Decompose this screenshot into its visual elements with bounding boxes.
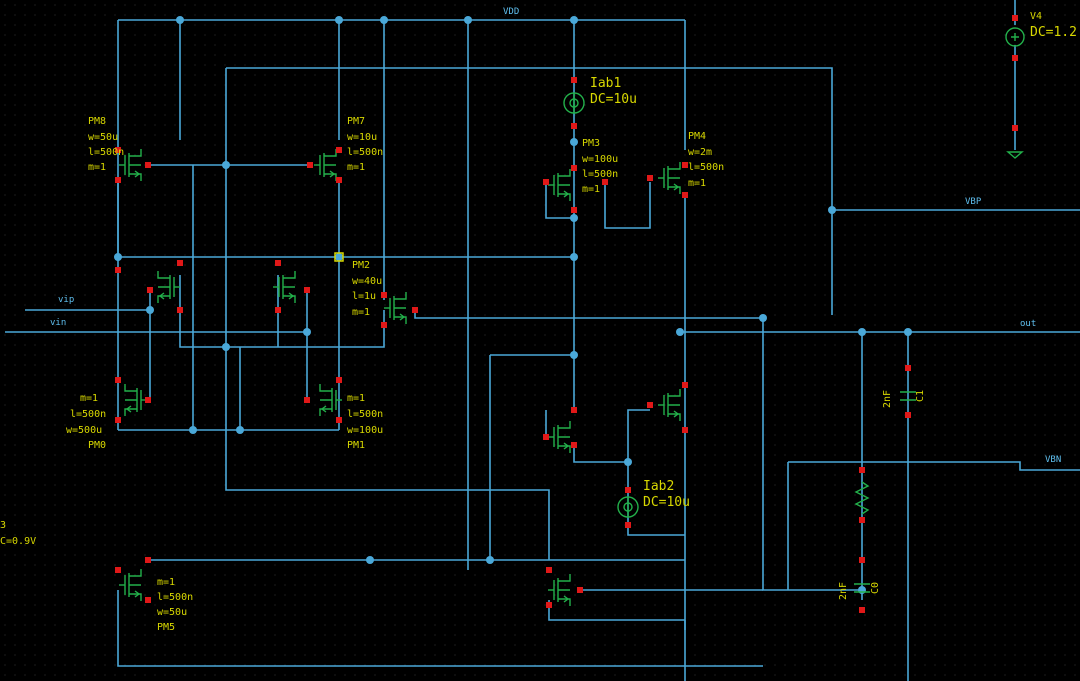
pm1-m: m=1 — [347, 393, 365, 404]
iab2-name: Iab2 — [643, 479, 674, 494]
pmos-pm4[interactable] — [658, 162, 681, 194]
pm3-name: PM3 — [582, 138, 600, 149]
devices — [119, 149, 681, 606]
pm5-w: w=50u — [157, 607, 187, 618]
current-source-iab2[interactable] — [617, 496, 639, 518]
net-label-vbn: VBN — [1045, 455, 1061, 465]
pm0-name: PM0 — [88, 440, 106, 451]
selection-marker — [334, 252, 344, 262]
pm8-w: w=50u — [88, 132, 118, 143]
pm2-m: m=1 — [352, 307, 370, 318]
pm3-w: w=100u — [582, 154, 618, 165]
pmos-bottom-right[interactable] — [658, 389, 681, 421]
resistor[interactable] — [854, 481, 870, 515]
pmos-bottom-mid[interactable] — [548, 574, 571, 606]
pmos-pm8[interactable] — [119, 149, 142, 181]
pm8-name: PM8 — [88, 116, 106, 127]
pm3-m: m=1 — [582, 184, 600, 195]
pm7-w: w=10u — [347, 132, 377, 143]
c0-value: 2nF — [838, 582, 849, 600]
pmos-pm0[interactable] — [124, 384, 147, 416]
wires — [5, 0, 1080, 681]
pm4-m: m=1 — [688, 178, 706, 189]
iab1-name: Iab1 — [590, 76, 621, 91]
junction-dots — [114, 16, 912, 594]
pm7-m: m=1 — [347, 162, 365, 173]
pmos-pm7[interactable] — [314, 149, 337, 181]
pmos-diffpair-left[interactable] — [157, 271, 180, 303]
pm2-w: w=40u — [352, 276, 382, 287]
pmos-pm5[interactable] — [119, 569, 142, 601]
pm7-name: PM7 — [347, 116, 365, 127]
pmos-pm1[interactable] — [319, 384, 342, 416]
pm5-name: PM5 — [157, 622, 175, 633]
pm3-l: l=500n — [582, 169, 618, 180]
v4-name: V4 — [1030, 11, 1042, 22]
capacitor-c1[interactable] — [900, 391, 916, 401]
c0-name: C0 — [870, 582, 881, 594]
pm8-l: l=500n — [88, 147, 124, 158]
c1-value: 2nF — [882, 390, 893, 408]
current-source-iab1[interactable] — [563, 92, 585, 114]
v3-value: C=0.9V — [0, 536, 36, 547]
net-label-vip: vip — [58, 295, 74, 305]
net-label-vin: vin — [50, 318, 66, 328]
pm5-m: m=1 — [157, 577, 175, 588]
pm8-m: m=1 — [88, 162, 106, 173]
pm0-m: m=1 — [80, 393, 98, 404]
iab1-value: DC=10u — [590, 92, 637, 107]
pm1-name: PM1 — [347, 440, 365, 451]
v4-value: DC=1.2 — [1030, 25, 1077, 40]
pm4-w: w=2m — [688, 147, 712, 158]
capacitor-c0[interactable] — [854, 583, 870, 593]
pm0-w: w=500u — [66, 425, 102, 436]
iab2-value: DC=10u — [643, 495, 690, 510]
pm2-name: PM2 — [352, 260, 370, 271]
ground-symbol — [1006, 151, 1024, 159]
net-label-out: out — [1020, 319, 1036, 329]
net-label-vbp: VBP — [965, 197, 982, 207]
pm4-name: PM4 — [688, 131, 706, 142]
pm1-l: l=500n — [347, 409, 383, 420]
pm7-l: l=500n — [347, 147, 383, 158]
c1-name: C1 — [915, 390, 926, 402]
net-label-vdd: VDD — [503, 7, 519, 17]
pm2-l: l=1u — [352, 291, 376, 302]
voltage-source-v4[interactable] — [1005, 27, 1025, 47]
pm1-w: w=100u — [347, 425, 383, 436]
v3-name: 3 — [0, 520, 6, 531]
pmos-pm3[interactable] — [548, 169, 571, 201]
pins — [115, 15, 1018, 613]
pm4-l: l=500n — [688, 162, 724, 173]
pm0-l: l=500n — [70, 409, 106, 420]
pmos-pm2[interactable] — [384, 292, 407, 324]
pm5-l: l=500n — [157, 592, 193, 603]
pmos-diffpair-right[interactable] — [273, 271, 296, 303]
